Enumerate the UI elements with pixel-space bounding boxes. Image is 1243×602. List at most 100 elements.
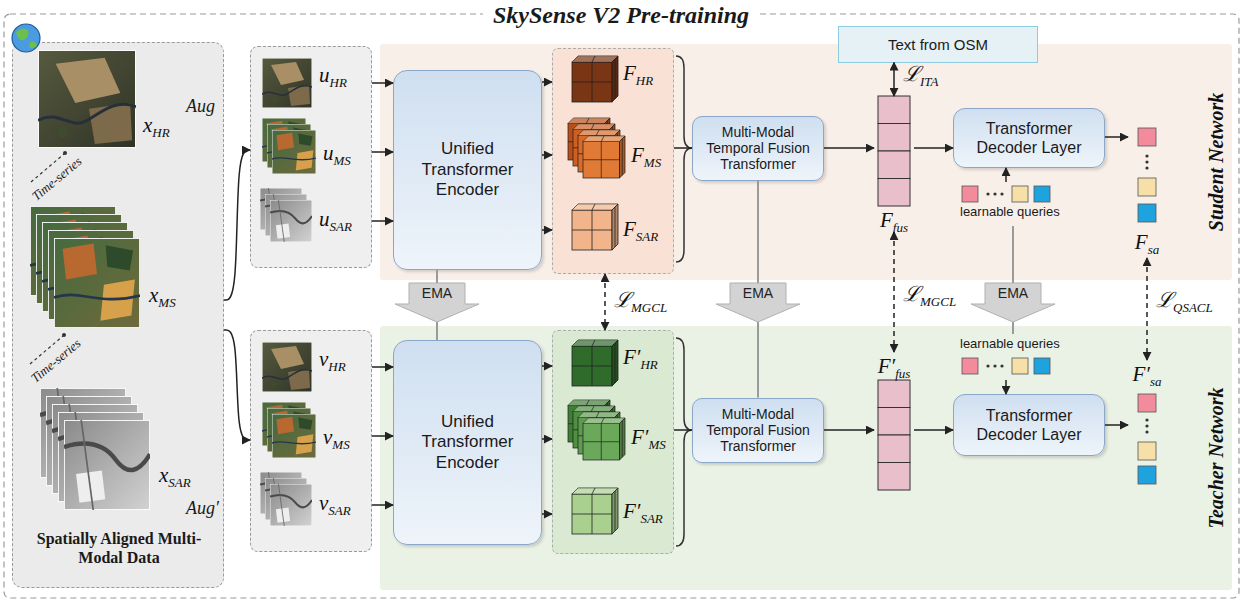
query-set: learnable queries [958, 334, 1070, 380]
query-token [962, 186, 978, 202]
network-name: Student Network [1205, 93, 1228, 231]
math-subscript: fus [895, 366, 910, 381]
aligned-token [1138, 204, 1156, 222]
globe-icon [12, 24, 40, 52]
aligned-feature: F′sa [1128, 360, 1166, 490]
math-subscript: sa [1150, 374, 1162, 389]
edge-label: Aug′ [186, 498, 219, 519]
feature-cube [572, 204, 618, 250]
connector-line [542, 81, 552, 83]
feature-cube [572, 340, 618, 386]
node-label: Time-series [28, 336, 84, 387]
edge-label: EMA [422, 285, 452, 301]
math-label: Ffus [880, 208, 908, 232]
globe-icon [12, 24, 40, 52]
bar-cell [878, 435, 910, 463]
connector-line [372, 220, 393, 222]
connector [372, 367, 393, 368]
connector-line [224, 150, 250, 300]
math-label: vMS [323, 425, 350, 449]
connector-line [542, 365, 552, 367]
math-subscript: SAR [640, 511, 662, 526]
sar-image [260, 472, 302, 514]
loss-arrow [894, 232, 895, 352]
edge-label: Aug [186, 96, 215, 117]
math-base: F′ [1133, 362, 1150, 386]
dot [1145, 154, 1148, 157]
math-label: xHR [143, 113, 170, 137]
ema-line [436, 270, 438, 283]
connector-line [372, 82, 393, 84]
math-label: FSAR [623, 217, 658, 241]
math-subscript: MS [158, 295, 175, 310]
aligned-feature: Fsa [1128, 124, 1166, 258]
decoder-box: Transformer Decoder Layer [953, 108, 1105, 168]
query-token [1034, 186, 1050, 202]
math-base: ℒ [903, 62, 920, 86]
math-label: F′fus [878, 354, 911, 378]
satellite-image [262, 402, 306, 446]
ema-line [1012, 226, 1014, 283]
connector [542, 155, 552, 156]
globe-icon [16, 28, 37, 48]
math-label: vHR [319, 347, 346, 371]
sar-image [260, 188, 302, 230]
bar-cell [878, 179, 910, 207]
math-subscript: SAR [328, 503, 350, 518]
loss-arrow [1147, 258, 1148, 360]
dot [993, 192, 996, 195]
query-token [1034, 358, 1050, 374]
node-label: Transformer Decoder Layer [963, 119, 1095, 157]
satellite-image [48, 230, 134, 320]
dot [986, 364, 989, 367]
connector-line [1105, 136, 1128, 138]
time-arrow [31, 154, 64, 182]
fused-feature: F′fus [874, 352, 914, 492]
math-subscript: QSACL [1173, 300, 1213, 315]
math-subscript: HR [152, 125, 169, 140]
math-subscript: HR [328, 359, 345, 374]
dot [993, 364, 996, 367]
query-tokens [962, 128, 1156, 484]
ema-arrow [716, 181, 800, 398]
math-label: Fsa [1135, 230, 1159, 254]
loss-line [1146, 258, 1148, 360]
math-subscript: HR [330, 75, 347, 90]
feature-cube [583, 418, 625, 460]
ema-line [436, 322, 438, 340]
node-label: Multi-Modal Temporal Fusion Transformer [700, 406, 816, 454]
bar-cell [878, 124, 910, 152]
math-base: x [149, 283, 158, 307]
math-base: F [623, 217, 636, 241]
connector-line [1005, 380, 1007, 394]
ema-line [1012, 322, 1014, 334]
connector [674, 148, 692, 149]
math-base: F′ [631, 425, 648, 449]
aligned-token [1138, 394, 1156, 412]
satellite-image [262, 118, 306, 162]
ema-line [757, 181, 759, 284]
connector-line [372, 504, 393, 506]
aligned-token [1138, 466, 1156, 484]
fused-feature: Ffus [874, 96, 914, 232]
sar-image [64, 420, 150, 510]
satellite-image [42, 222, 128, 312]
math-subscript: SAR [636, 229, 658, 244]
feature-cube [568, 118, 610, 160]
connector-line [824, 429, 874, 431]
math-label: FMS [631, 143, 661, 167]
connector [372, 83, 393, 84]
outer-frame [4, 14, 1239, 598]
connector [372, 505, 393, 506]
satellite-image [54, 238, 140, 328]
connector [542, 514, 552, 515]
math-subscript: fus [893, 220, 908, 235]
math-base: F [1135, 230, 1148, 254]
connector-line [1005, 168, 1007, 182]
sar-image [265, 194, 307, 236]
math-base: F′ [623, 499, 640, 523]
dot [1000, 364, 1003, 367]
aligned-token [1138, 178, 1156, 196]
connector [1105, 425, 1128, 426]
connector-line [674, 147, 692, 149]
